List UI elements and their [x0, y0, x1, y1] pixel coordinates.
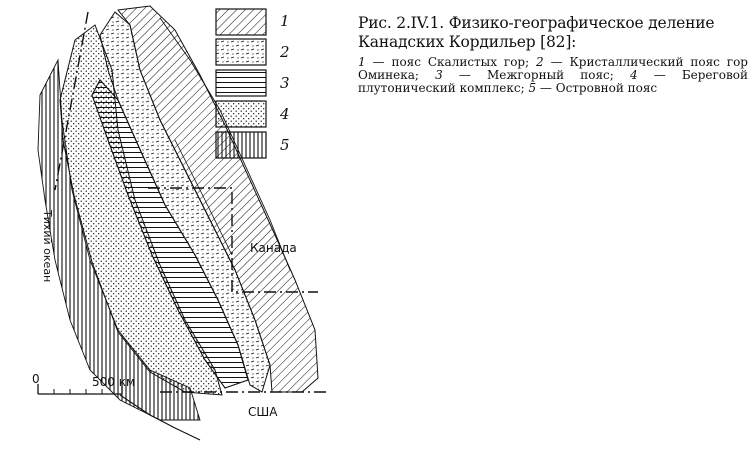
legend-number-4: 4 [279, 105, 290, 123]
caption-entry-3: — Межгорный пояс; [442, 68, 630, 82]
legend-number-5: 5 [280, 136, 290, 154]
caption-legend-text: 1 — пояс Скалистых гор; 2 — Кристалличес… [358, 56, 748, 95]
usa-label: США [248, 405, 278, 419]
legend-swatch-1 [215, 8, 267, 36]
caption-entry-5: — Островной пояс [536, 81, 658, 95]
legend-swatch-2 [215, 38, 267, 66]
belt-boundary-line [159, 17, 291, 271]
caption-entry-2: — Кристаллический пояс гор Оминека; [358, 55, 748, 82]
legend: 1 2 3 4 5 [215, 8, 290, 159]
caption-num-2: 2 [536, 55, 544, 69]
caption-title: Рис. 2.IV.1. Физико-географическое делен… [358, 14, 715, 51]
border-line [148, 187, 318, 293]
figure-caption: Рис. 2.IV.1. Физико-географическое делен… [358, 14, 748, 95]
legend-number-2: 2 [279, 43, 290, 61]
scale-start-label: 0 [32, 372, 40, 386]
legend-item-1: 1 [215, 8, 290, 36]
legend-number-3: 3 [280, 74, 290, 92]
map-belts [37, 5, 319, 421]
caption-num-4: 4 [629, 68, 638, 82]
legend-item-2: 2 [215, 38, 290, 66]
legend-swatch-3 [215, 69, 267, 97]
canada-label: Канада [250, 241, 297, 255]
caption-num-3: 3 [435, 68, 443, 82]
coast-outline [119, 394, 201, 441]
legend-number-1: 1 [280, 12, 290, 30]
belt-boundary-line [174, 139, 233, 256]
legend-item-4: 4 [215, 100, 290, 128]
borders [54, 11, 330, 441]
pacific-ocean-label: Тихий океан [41, 209, 54, 282]
border-line [54, 11, 89, 191]
caption-entry-4: — Береговой плутонический комплекс; [358, 68, 749, 95]
caption-entry-1: — пояс Скалистых гор; [365, 55, 537, 69]
caption-num-1: 1 [358, 55, 366, 69]
scale-bar: 0 500 км [32, 372, 135, 395]
caption-num-5: 5 [528, 81, 537, 95]
legend-item-3: 3 [215, 69, 290, 97]
scale-end-label: 500 км [92, 375, 135, 389]
